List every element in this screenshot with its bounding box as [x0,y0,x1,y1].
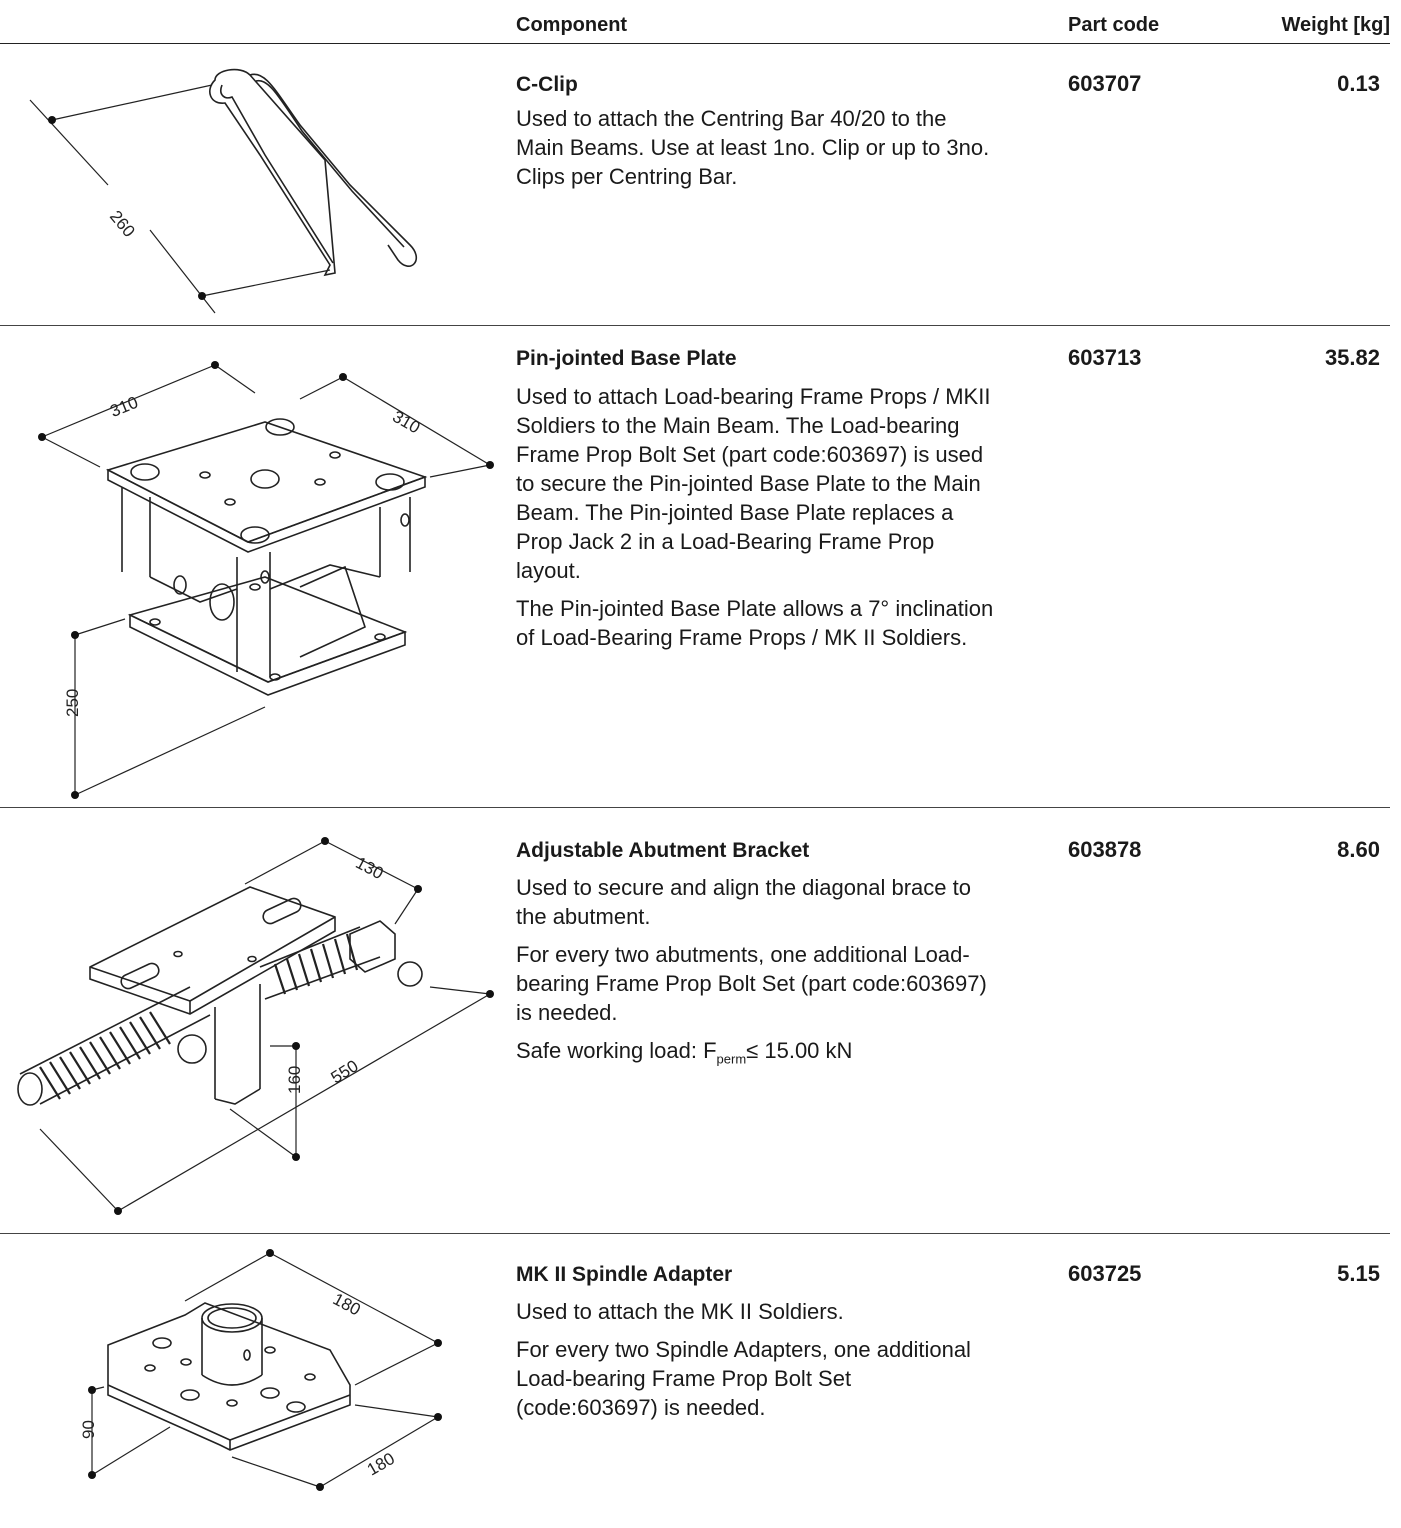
weight-value: 35.82 [1324,345,1380,370]
table-row-c-clip: 260 C-Clip 603707 0.13 Used to attach th… [0,45,1390,326]
description-paragraph: Used to attach Load-bearing Frame Props … [516,384,991,583]
bracket-dim-length-label: 550 [328,1056,362,1087]
part-code: 603878 [1068,837,1142,862]
table-header: Component Part code Weight [kg] [0,0,1390,44]
base-plate-dim-depth-label: 310 [389,407,423,438]
base-plate-dim-width-label: 310 [107,393,140,421]
c-clip-dim-label: 260 [106,207,139,241]
part-code: 603725 [1068,1261,1142,1286]
component-description: Used to secure and align the diagonal br… [516,873,996,1082]
component-description: Used to attach the Centring Bar 40/20 to… [516,104,996,200]
component-title: Pin-jointed Base Plate [516,347,737,370]
part-code: 603707 [1068,71,1142,96]
adapter-dim-height-label: 90 [79,1420,98,1439]
description-paragraph: For every two abutments, one additional … [516,942,987,1025]
c-clip-illustration: 260 [29,68,417,314]
bracket-dim-height-label: 160 [285,1066,304,1094]
adapter-dim-width-label: 180 [330,1289,364,1319]
base-plate-illustration: 310 310 250 [38,361,494,799]
description-paragraph: Used to attach the Centring Bar 40/20 to… [516,106,990,189]
component-title: MK II Spindle Adapter [516,1263,733,1286]
adapter-dim-depth-label: 180 [364,1449,398,1480]
safe-working-load: Safe working load: Fperm≤ 15.00 kN [516,1036,996,1073]
weight-value: 0.13 [1337,71,1380,96]
component-title: C-Clip [516,73,578,96]
weight-value: 5.15 [1337,1261,1380,1286]
component-description: Used to attach the MK II Soldiers. For e… [516,1297,996,1431]
weight-value: 8.60 [1337,837,1380,862]
swl-subscript: perm [716,1051,747,1067]
description-paragraph: The Pin-jointed Base Plate allows a 7° i… [516,596,994,650]
component-description: Used to attach Load-bearing Frame Props … [516,382,996,661]
part-code: 603713 [1068,345,1142,370]
spindle-adapter-illustration: 180 90 180 [79,1249,442,1491]
table-row-adjustable-abutment-bracket: 130 550 160 Adjustable Abutment Bracket … [0,809,1390,1234]
base-plate-dim-height-label: 250 [63,689,82,717]
description-paragraph: Used to secure and align the diagonal br… [516,875,971,929]
table-row-mk2-spindle-adapter: 180 90 180 MK II Spindle Adapter 603725 … [0,1235,1390,1525]
swl-prefix: Safe working load: F [516,1038,717,1063]
description-paragraph: For every two Spindle Adapters, one addi… [516,1337,971,1420]
swl-suffix: ≤ 15.00 kN [746,1038,853,1063]
abutment-bracket-illustration: 130 550 160 [17,837,494,1215]
header-part-code: Part code [1068,14,1160,36]
header-weight: Weight [kg] [1281,14,1390,36]
description-paragraph: Used to attach the MK II Soldiers. [516,1299,844,1324]
header-component: Component [516,14,628,36]
table-row-pin-jointed-base-plate: 310 310 250 Pin-jointed Base Plate 60371… [0,327,1390,808]
component-title: Adjustable Abutment Bracket [516,839,810,862]
